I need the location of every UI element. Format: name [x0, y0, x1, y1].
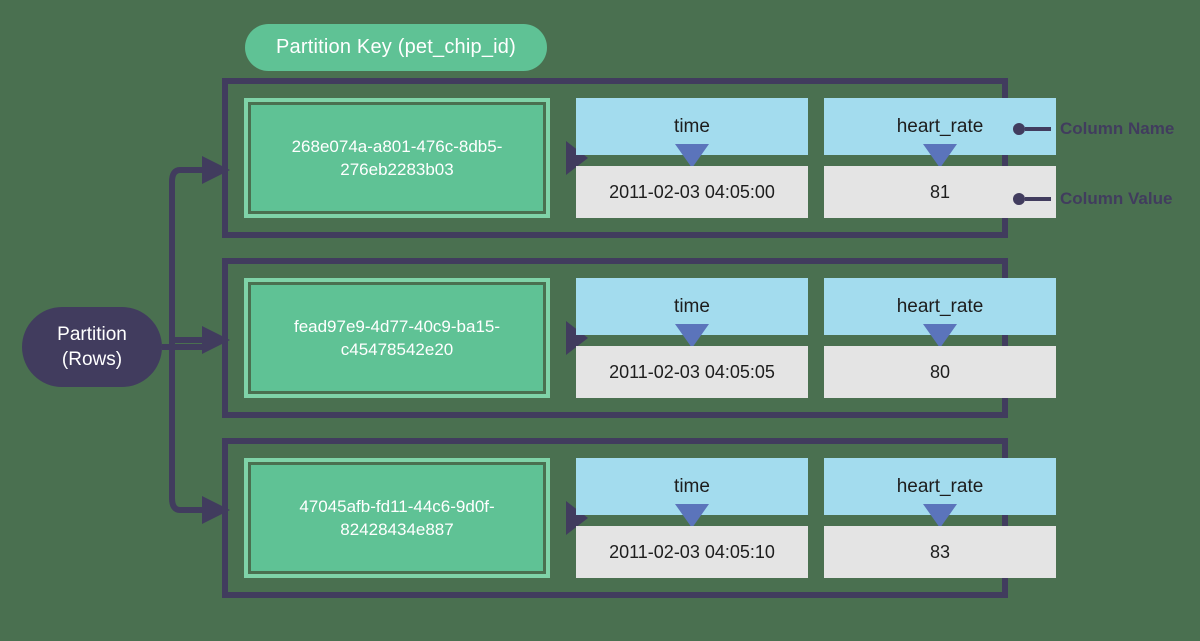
partition-key-value: 268e074a-a801-476c-8db5-276eb2283b03 [251, 105, 543, 211]
partition-key-cell: fead97e9-4d77-40c9-ba15-c45478542e20 [244, 278, 550, 398]
partition-connector-stub [162, 344, 204, 350]
legend-item-column-name: Column Name [1013, 119, 1174, 139]
partition-key-badge: Partition Key (pet_chip_id) [245, 24, 547, 71]
table-row: fead97e9-4d77-40c9-ba15-c45478542e20 tim… [222, 258, 1056, 418]
legend-label: Column Value [1060, 189, 1173, 208]
column-value: 83 [824, 526, 1056, 578]
legend-dot-icon [1013, 123, 1025, 135]
partition-branch-connector [169, 156, 230, 524]
legend-line-icon [1025, 127, 1051, 131]
column-value: 81 [824, 166, 1056, 218]
column-value: 80 [824, 346, 1056, 398]
chevron-down-icon [923, 504, 957, 528]
chevron-down-icon [675, 324, 709, 348]
legend-label: Column Name [1060, 119, 1175, 138]
column-value: 2011-02-03 04:05:00 [576, 166, 808, 218]
partition-rows-badge: Partition (Rows) [22, 307, 162, 387]
table-row: 268e074a-a801-476c-8db5-276eb2283b03 tim… [222, 78, 1056, 238]
column-value: 2011-02-03 04:05:10 [576, 526, 808, 578]
legend-dot-icon [1013, 193, 1025, 205]
chevron-down-icon [923, 324, 957, 348]
partition-key-value: 47045afb-fd11-44c6-9d0f-82428434e887 [251, 465, 543, 571]
chevron-down-icon [675, 504, 709, 528]
chevron-down-icon [675, 144, 709, 168]
legend-item-column-value: Column Value [1013, 189, 1172, 209]
legend-line-icon [1025, 197, 1051, 201]
partition-key-cell: 268e074a-a801-476c-8db5-276eb2283b03 [244, 98, 550, 218]
partition-key-value: fead97e9-4d77-40c9-ba15-c45478542e20 [251, 285, 543, 391]
column-value: 2011-02-03 04:05:05 [576, 346, 808, 398]
chevron-down-icon [923, 144, 957, 168]
table-row: 47045afb-fd11-44c6-9d0f-82428434e887 tim… [222, 438, 1056, 598]
partition-rows-label-line2: (Rows) [61, 349, 123, 370]
column-name: time [576, 98, 808, 155]
partition-rows-label-line1: Partition [57, 324, 127, 345]
partition-key-cell: 47045afb-fd11-44c6-9d0f-82428434e887 [244, 458, 550, 578]
